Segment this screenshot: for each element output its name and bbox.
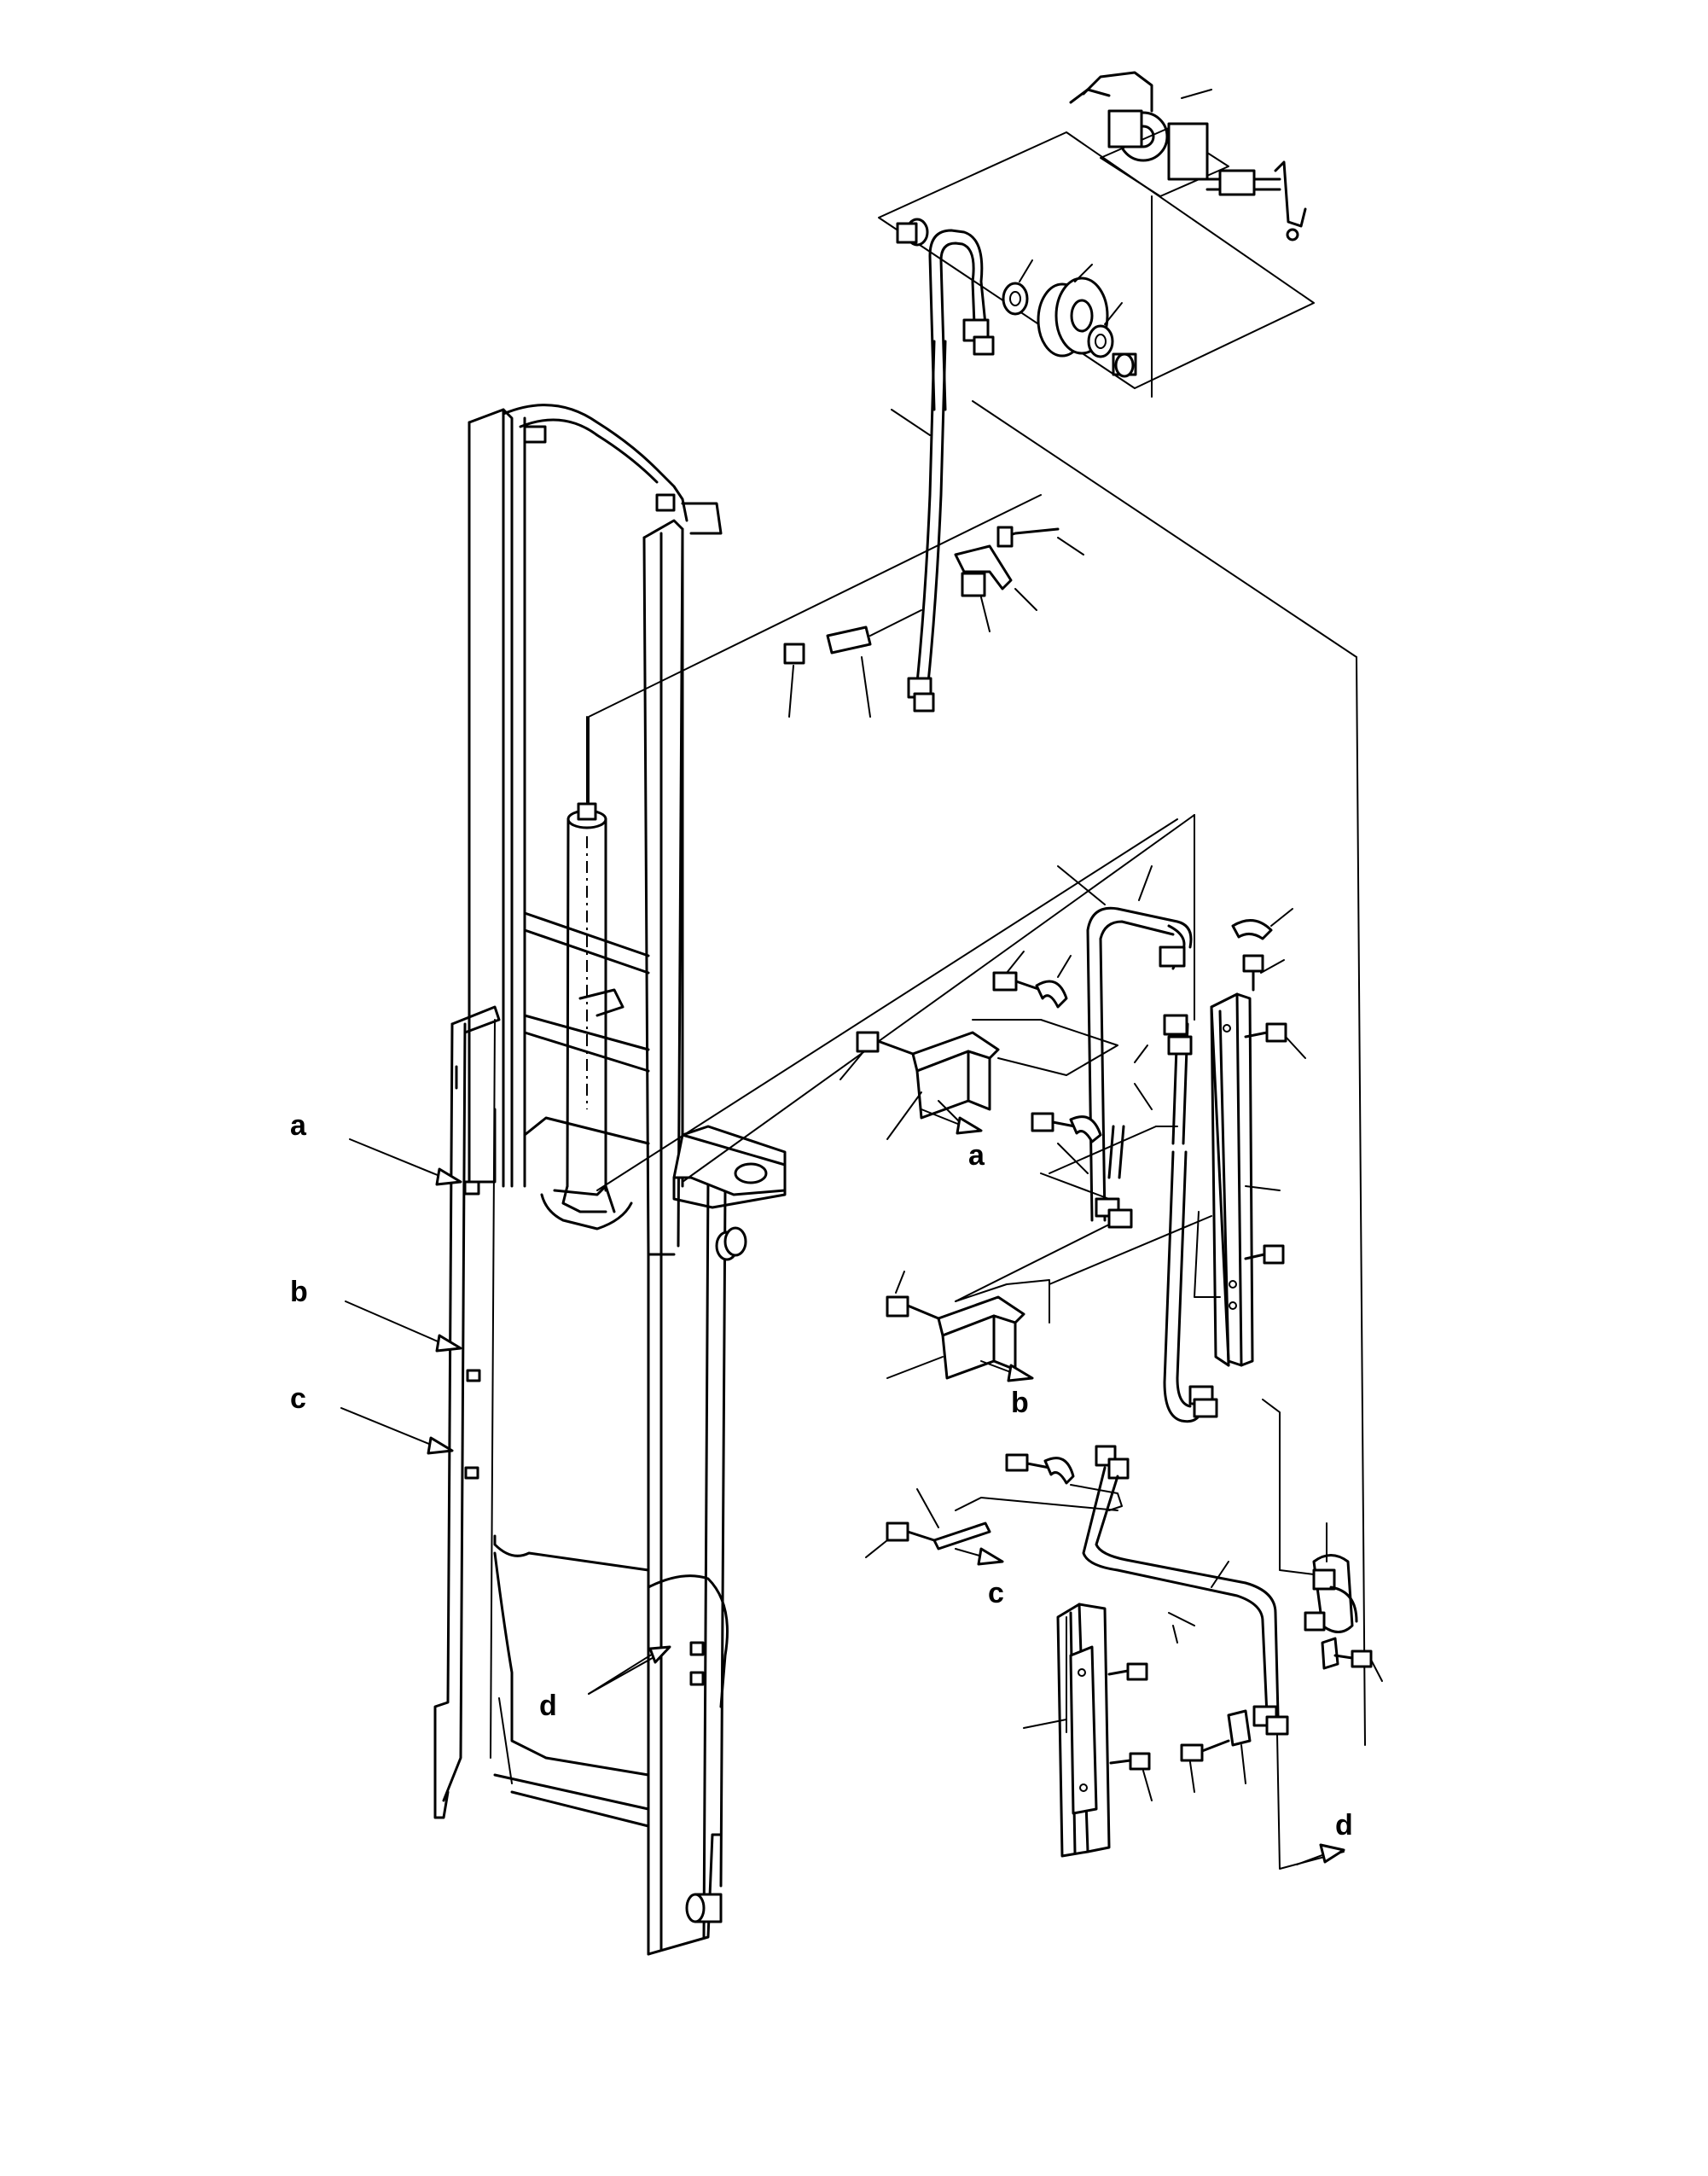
plate-and-nut-upper (783, 609, 922, 718)
vertical-channel-rail (1194, 992, 1281, 1367)
bolt-4 (1244, 1244, 1285, 1265)
callout-arrow-b-left: b (290, 1276, 462, 1353)
mast-crossmembers (493, 911, 729, 1828)
upper-lift-hose (891, 340, 1366, 1746)
callout-arrow-c-left: c (290, 1382, 454, 1455)
hose-top-clip (1231, 908, 1293, 992)
mast-inner-rail-left (468, 408, 526, 1188)
lift-cylinder (540, 716, 633, 1231)
hose-pulley-assembly (878, 71, 1315, 411)
ref-label-c: c (290, 1382, 306, 1415)
callout-arrow-d-right: d (1296, 1809, 1353, 1865)
hose-loop (928, 229, 995, 411)
mast-pivot-pin (685, 1893, 723, 1923)
mast-outer-rail-left (433, 1005, 501, 1819)
flat-plate-c (865, 1488, 1118, 1558)
callout-arrow-a-left: a (290, 1109, 462, 1186)
pulley-bracket-part (1069, 71, 1307, 241)
explode-lines-mast (588, 494, 1195, 1695)
lower-channel-rail (1023, 1603, 1111, 1858)
mast-inner-rail-right (642, 519, 684, 1256)
hose-tee-top (1057, 865, 1193, 1222)
ref-label-a-right: a (968, 1139, 985, 1172)
bearing-right (1087, 324, 1114, 358)
rail-mount-tabs (463, 1180, 705, 1686)
ref-label-d: d (539, 1690, 557, 1722)
ref-label-b: b (290, 1276, 308, 1308)
ref-label-b-right: b (1011, 1387, 1029, 1419)
lower-hose-pair (1082, 1445, 1289, 1736)
l-bracket-b (886, 1215, 1212, 1380)
callout-arrow-b-right: b (980, 1360, 1034, 1419)
callout-arrow-a-right: a (921, 1108, 985, 1172)
swivel-fitting (1262, 1399, 1383, 1682)
mast-top-crossmember (502, 404, 723, 535)
long-vertical-hose (1134, 1014, 1218, 1423)
callout-arrow-d-center: d (539, 1645, 671, 1722)
mast-outer-rail-right (647, 1167, 727, 1956)
vertical-hose-pair (955, 1125, 1178, 1302)
upper-clamp-bracket (954, 526, 1084, 632)
collar-right (1112, 352, 1137, 378)
bearing-left (1002, 282, 1029, 316)
lower-bolts (1107, 1662, 1252, 1801)
ref-label-a: a (290, 1109, 307, 1142)
bolt-and-clip-2 (1031, 1112, 1102, 1174)
line-to-d (1276, 1733, 1345, 1870)
ref-label-d-right: d (1335, 1809, 1353, 1841)
bolt-and-clip-1 (992, 951, 1072, 1009)
collar-left (896, 218, 929, 247)
ref-label-c-right: c (988, 1577, 1004, 1609)
hose-pulley-wheel (1037, 276, 1109, 358)
callout-arrow-c-right: c (955, 1547, 1004, 1609)
carriage-bracket (672, 1125, 787, 1261)
bolt-and-clip-3 (1005, 1453, 1123, 1511)
l-bracket-a (839, 1019, 1118, 1140)
bolt-3 (1244, 1022, 1306, 1059)
